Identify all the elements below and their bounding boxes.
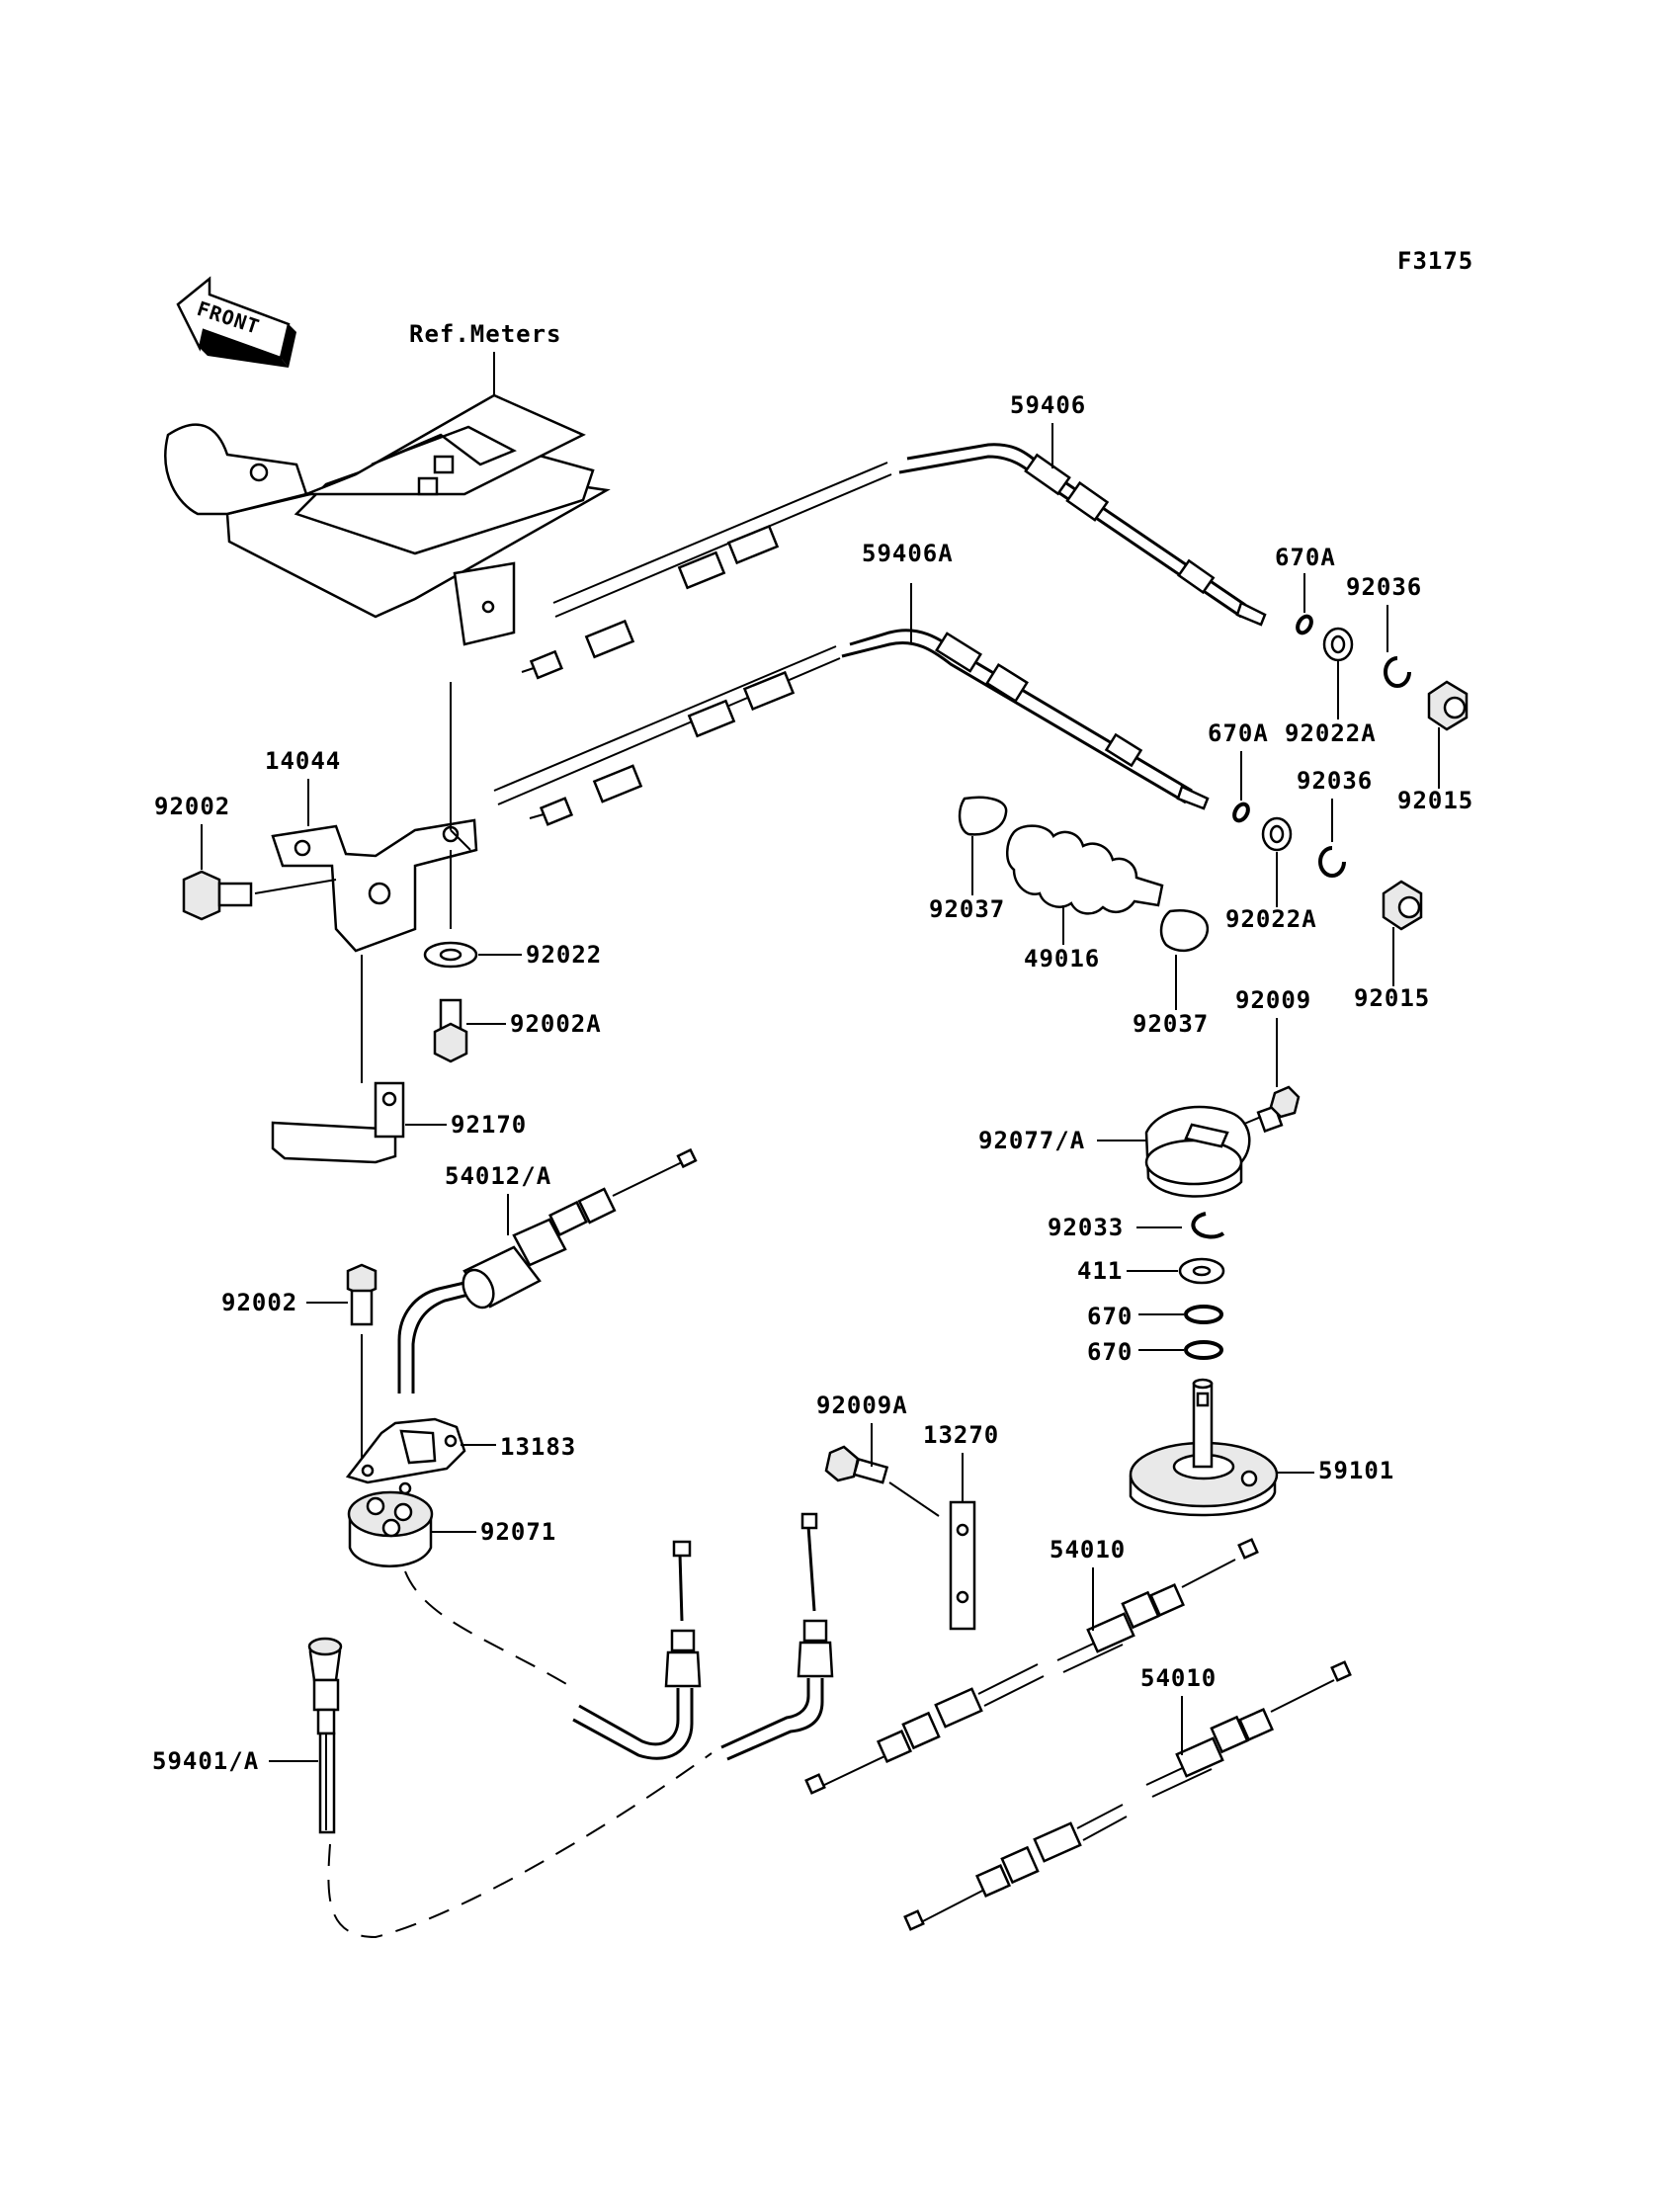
label-92077a: 92077/A bbox=[978, 1127, 1085, 1154]
label-54012a: 54012/A bbox=[445, 1162, 551, 1190]
bolt-92002-upper bbox=[182, 870, 253, 921]
circlip-92036-upper bbox=[1384, 656, 1411, 688]
plate-13183 bbox=[345, 1417, 466, 1484]
bolt-92002-lower bbox=[346, 1263, 378, 1326]
label-92022: 92022 bbox=[526, 941, 602, 969]
grommet-92071 bbox=[347, 1481, 434, 1567]
label-92036-lower: 92036 bbox=[1297, 767, 1373, 795]
circlip-92033 bbox=[1191, 1212, 1225, 1239]
label-54010-upper: 54010 bbox=[1050, 1536, 1126, 1563]
bolt-92002a bbox=[433, 998, 468, 1063]
boot-49016 bbox=[1006, 824, 1164, 915]
label-92033: 92033 bbox=[1048, 1214, 1124, 1241]
label-14044: 14044 bbox=[265, 747, 341, 775]
cable-54012a bbox=[397, 1147, 698, 1394]
label-92015-upper: 92015 bbox=[1397, 787, 1473, 814]
o-ring-670-lower bbox=[1184, 1340, 1223, 1360]
label-92009: 92009 bbox=[1235, 986, 1311, 1014]
label-59401a: 59401/A bbox=[152, 1747, 259, 1775]
front-arrow-icon: FRONT bbox=[176, 276, 296, 368]
label-92037-right: 92037 bbox=[1133, 1010, 1209, 1038]
label-92037-left: 92037 bbox=[929, 895, 1005, 923]
cable-59406 bbox=[521, 443, 1267, 680]
o-ring-670a-lower bbox=[1232, 802, 1250, 823]
clamp-92037-left bbox=[958, 796, 1008, 836]
label-59406: 59406 bbox=[1010, 391, 1086, 419]
bracket-92170 bbox=[271, 1081, 405, 1164]
label-670-lower: 670 bbox=[1087, 1338, 1133, 1366]
screw-92009 bbox=[1256, 1085, 1301, 1134]
label-92002-upper: 92002 bbox=[154, 793, 230, 820]
routing-dashed-line-2 bbox=[327, 1752, 713, 1939]
nut-92015-upper bbox=[1427, 680, 1469, 731]
bolt-92009a bbox=[824, 1445, 889, 1484]
label-49016: 49016 bbox=[1024, 945, 1100, 972]
label-411: 411 bbox=[1077, 1257, 1123, 1285]
label-13183: 13183 bbox=[500, 1433, 576, 1461]
label-92071: 92071 bbox=[480, 1518, 556, 1546]
label-54010-lower: 54010 bbox=[1140, 1664, 1217, 1692]
label-92022a-lower: 92022A bbox=[1225, 905, 1317, 933]
cable-end-left bbox=[572, 1540, 702, 1760]
clamp-92037-right bbox=[1159, 908, 1209, 952]
nut-92015-lower bbox=[1382, 880, 1423, 931]
label-670-upper: 670 bbox=[1087, 1303, 1133, 1330]
o-ring-670a-upper bbox=[1296, 614, 1313, 635]
knob-cable-59401a bbox=[307, 1637, 343, 1834]
cable-54010-upper bbox=[1056, 1538, 1259, 1673]
bracket-13270 bbox=[949, 1500, 976, 1631]
routing-dashed-line-1 bbox=[404, 1570, 574, 1689]
label-92170: 92170 bbox=[451, 1111, 527, 1139]
cable-54010-lower bbox=[1145, 1660, 1352, 1798]
lever-housing bbox=[164, 393, 611, 646]
label-13270: 13270 bbox=[923, 1421, 999, 1449]
label-92022a-upper: 92022A bbox=[1285, 719, 1377, 747]
label-59101: 59101 bbox=[1318, 1457, 1394, 1484]
label-670a-upper: 670A bbox=[1275, 544, 1336, 571]
figure-code: F3175 bbox=[1397, 247, 1473, 275]
label-59406a: 59406A bbox=[862, 540, 954, 567]
label-92002a: 92002A bbox=[510, 1010, 602, 1038]
label-92009a: 92009A bbox=[816, 1392, 908, 1419]
label-670a-lower: 670A bbox=[1208, 719, 1269, 747]
label-92036-upper: 92036 bbox=[1346, 573, 1422, 601]
label-92002-lower: 92002 bbox=[221, 1289, 297, 1316]
label-92015-lower: 92015 bbox=[1354, 984, 1430, 1012]
knob-92077a bbox=[1144, 1105, 1251, 1198]
reference-note: Ref.Meters bbox=[409, 320, 562, 348]
o-ring-670-upper bbox=[1184, 1305, 1223, 1324]
circlip-92036-lower bbox=[1318, 846, 1346, 878]
cable-59406a bbox=[493, 629, 1210, 826]
cable-54010-lower-lower bbox=[903, 1804, 1128, 1931]
bracket-14044 bbox=[271, 818, 478, 953]
drum-59101 bbox=[1129, 1378, 1279, 1517]
cable-54010-upper-lower bbox=[804, 1663, 1045, 1795]
cable-end-right bbox=[720, 1512, 834, 1761]
